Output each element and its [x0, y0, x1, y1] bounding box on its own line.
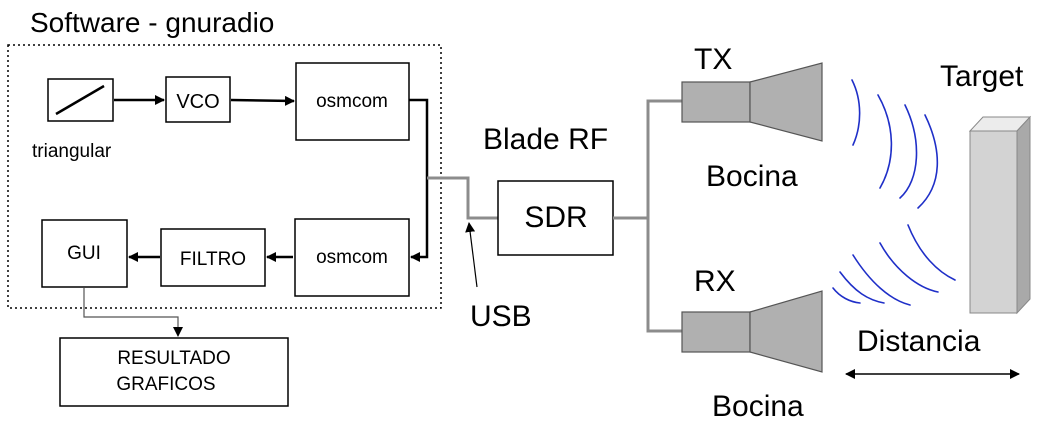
bus-osmcom-loop [409, 98, 429, 262]
triangular-block [47, 78, 114, 122]
target-label: Target [940, 60, 1024, 93]
filtro-label: FILTRO [180, 249, 246, 270]
resultado-line1: RESULTADO [117, 348, 230, 369]
rx-rf-cable [646, 218, 682, 333]
software-title: Software - gnuradio [30, 7, 274, 38]
rx-bocina-label: Bocina [712, 390, 804, 423]
ramp-icon [55, 84, 105, 116]
tx-rf-cable [613, 99, 682, 220]
resultado-line2: GRAFICOS [116, 374, 215, 395]
arrow-vco-to-osmcom [230, 95, 295, 106]
osmcom-rx-block: osmcom [294, 218, 410, 297]
tx-bocina-label: Bocina [706, 160, 798, 193]
sdr-block: SDR [497, 180, 614, 256]
blade-rf-label: Blade RF [483, 123, 608, 156]
rx-label: RX [694, 265, 736, 298]
usb-pointer-arrow [465, 222, 478, 288]
gui-label: GUI [67, 243, 101, 264]
arrow-gui-to-resultado [83, 288, 183, 337]
software-boundary [7, 44, 442, 309]
tx-label: TX [694, 43, 732, 76]
sdr-label: SDR [524, 201, 587, 234]
rx-horn-antenna [681, 290, 823, 373]
osmcom-rx-label: osmcom [316, 247, 388, 268]
osmcom-tx-label: osmcom [316, 91, 388, 112]
osmcom-tx-block: osmcom [295, 62, 410, 141]
distancia-label: Distancia [857, 325, 981, 358]
reflected-waves [832, 224, 956, 306]
gui-block: GUI [41, 219, 128, 288]
tx-horn-antenna [681, 62, 823, 142]
triangular-label: triangular [32, 141, 112, 162]
usb-cable [427, 176, 498, 220]
filtro-block: FILTRO [160, 228, 266, 287]
usb-label: USB [470, 300, 532, 333]
vco-label: VCO [176, 91, 219, 113]
target-block [968, 115, 1032, 315]
resultado-block: RESULTADO GRAFICOS [59, 337, 289, 407]
vco-block: VCO [165, 76, 231, 123]
transmitted-waves [851, 79, 939, 209]
